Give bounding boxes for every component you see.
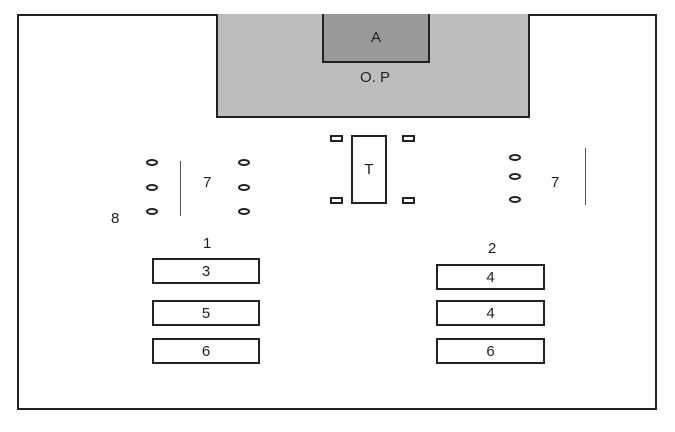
area-a-label: A xyxy=(370,29,381,46)
divider-line xyxy=(180,161,181,216)
seat-ring xyxy=(509,154,521,161)
label-7-right: 7 xyxy=(551,174,560,191)
label-1: 1 xyxy=(203,235,212,252)
table-seat xyxy=(330,135,343,142)
label-8: 8 xyxy=(111,210,120,227)
seat-ring xyxy=(146,184,158,191)
table-t: T xyxy=(351,135,387,204)
op-label: O. P xyxy=(359,69,390,86)
seat-ring xyxy=(238,208,250,215)
left-box-2-label: 5 xyxy=(201,304,211,322)
left-box-2: 5 xyxy=(152,300,260,326)
right-box-3-label: 6 xyxy=(486,342,495,360)
right-box-1: 4 xyxy=(436,264,545,290)
table-seat xyxy=(330,197,343,204)
seat-ring xyxy=(146,208,158,215)
label-2: 2 xyxy=(488,240,497,257)
right-box-2: 4 xyxy=(436,300,545,326)
right-box-2-label: 4 xyxy=(486,304,495,322)
table-seat xyxy=(402,197,415,204)
seat-ring xyxy=(146,159,158,166)
left-box-1-label: 3 xyxy=(201,262,211,280)
left-box-3-label: 6 xyxy=(201,342,211,360)
right-box-3: 6 xyxy=(436,338,545,364)
label-7-left: 7 xyxy=(203,174,212,191)
area-a: A xyxy=(322,14,430,63)
seat-ring xyxy=(509,173,521,180)
right-box-1-label: 4 xyxy=(486,268,495,286)
seat-ring xyxy=(509,196,521,203)
table-t-label: T xyxy=(364,161,374,178)
divider-line xyxy=(585,148,586,205)
seat-ring xyxy=(238,159,250,166)
left-box-3: 6 xyxy=(152,338,260,364)
table-seat xyxy=(402,135,415,142)
left-box-1: 3 xyxy=(152,258,260,284)
seat-ring xyxy=(238,184,250,191)
